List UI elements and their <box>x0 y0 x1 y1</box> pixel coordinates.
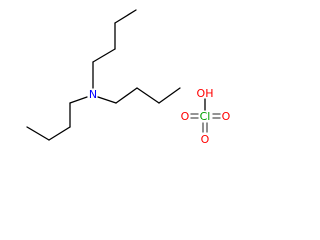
bond-n-right-c1 <box>97 96 117 104</box>
bond-lower-c3-c4 <box>26 126 50 141</box>
bond-right-c3-c4 <box>158 87 181 104</box>
bond-n-lower-c1 <box>69 96 88 104</box>
hydroxyl-atom-label: OH <box>197 87 214 100</box>
oxygen-right-atom-label: O <box>222 110 231 123</box>
chlorine-atom-label: Cl <box>200 110 211 123</box>
perchloric-acid: OH O Cl O O <box>181 87 231 146</box>
bond-right-c1-c2 <box>115 87 138 104</box>
bond-right-c2-c3 <box>136 87 160 104</box>
oxygen-bottom-atom-label: O <box>201 133 210 146</box>
structure-canvas: N OH O Cl O O <box>26 9 231 146</box>
bond-lower-c2-c3 <box>48 126 71 141</box>
oxygen-left-atom-label: O <box>181 110 190 123</box>
nitrogen-atom-label: N <box>89 88 97 101</box>
bond-upper-c3-c4 <box>114 9 137 24</box>
bond-upper-c1-c2 <box>92 48 116 63</box>
tributylamine: N <box>26 9 181 141</box>
